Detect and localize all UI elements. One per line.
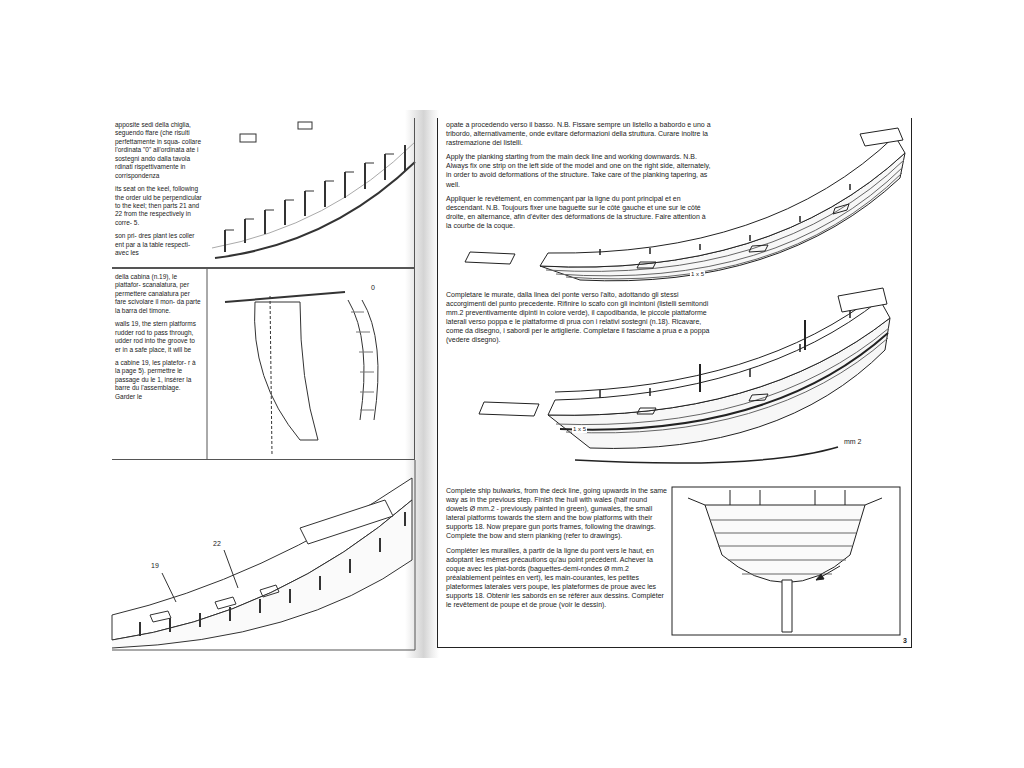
half-round-dowel — [575, 447, 838, 463]
instruction-panel: della cabina (n.19), le piattafor- scana… — [112, 268, 415, 460]
frame-line — [415, 460, 416, 650]
callout-number: 19 — [150, 562, 160, 570]
stern-cabin — [838, 288, 887, 312]
instruction-text: Apply the planking starting from the mai… — [446, 152, 711, 188]
pointer-arrow — [816, 566, 840, 580]
deck-hatches — [150, 585, 279, 622]
deck-piece — [240, 134, 256, 142]
instruction-panel: apposite sedi della chiglia, seguendo ff… — [112, 118, 415, 268]
callout-number: 22 — [212, 540, 222, 548]
frame-zero — [348, 300, 378, 420]
frame-hatching — [351, 312, 374, 410]
instruction-text: Appliquer le revêtement, en commençant p… — [446, 194, 711, 230]
dimension-label: 1 x 5 — [690, 271, 705, 278]
sternpost — [782, 580, 792, 632]
bulwark-posts — [688, 490, 882, 505]
instruction-text: its seat on the keel, following the orde… — [115, 185, 205, 227]
instruction-text: walls 19, the stern platforms rudder rod… — [115, 320, 201, 354]
planking-strips — [710, 520, 860, 574]
instruction-text: opate a procedendo verso il basso. N.B. … — [446, 120, 711, 147]
rudder-rod — [270, 296, 272, 455]
deck-hatches — [637, 394, 768, 414]
instruction-panel: opate a procedendo verso il basso. N.B. … — [437, 118, 912, 648]
deck-piece — [298, 122, 312, 129]
rudder-blade — [255, 302, 318, 440]
dimension-label: 1 x 5 — [572, 426, 587, 433]
cabin-walls — [300, 500, 393, 544]
drawing-box — [672, 487, 900, 635]
frame-posts — [225, 145, 405, 252]
instruction-text: della cabina (n.19), le piattafor- scana… — [115, 273, 201, 315]
frame-line — [207, 268, 208, 460]
stern-transom — [705, 505, 865, 583]
instruction-text: apposite sedi della chiglia, seguendo ff… — [115, 121, 205, 180]
left-page-frame — [112, 268, 415, 650]
dimension-label: mm 2 — [843, 438, 863, 446]
frame-crossbars — [225, 154, 394, 230]
page-number: 3 — [902, 637, 908, 645]
frames-on-keel-drawing — [212, 122, 415, 258]
arrow-head — [816, 574, 824, 580]
stern-cabin — [860, 128, 903, 146]
instruction-text: Compléter les murailles, à partir de la … — [446, 546, 668, 610]
hull-with-cabin-drawing — [112, 478, 412, 648]
deck — [548, 300, 890, 415]
frame-line — [112, 650, 415, 651]
stern-planking-drawing — [672, 487, 900, 635]
hull-side — [112, 500, 412, 648]
leader-line — [224, 550, 238, 588]
frame-posts — [140, 512, 405, 636]
instruction-text: Complete ship bulwarks, from the deck li… — [446, 486, 668, 541]
instruction-text: a cabine 19, les platefor- r à la page 5… — [115, 359, 201, 401]
leader-line — [162, 573, 176, 602]
mast-posts — [700, 320, 805, 392]
bow-platform — [465, 252, 515, 264]
instruction-text: son pri- dres plant les coller ent par a… — [115, 232, 205, 257]
rudder-drawing — [225, 292, 378, 455]
tiller — [225, 292, 345, 302]
bow-platform — [479, 402, 539, 416]
page-gutter — [405, 110, 439, 658]
instruction-text: Completare le murate, dalla linea del po… — [446, 290, 718, 345]
callout-number: 0 — [370, 284, 376, 292]
